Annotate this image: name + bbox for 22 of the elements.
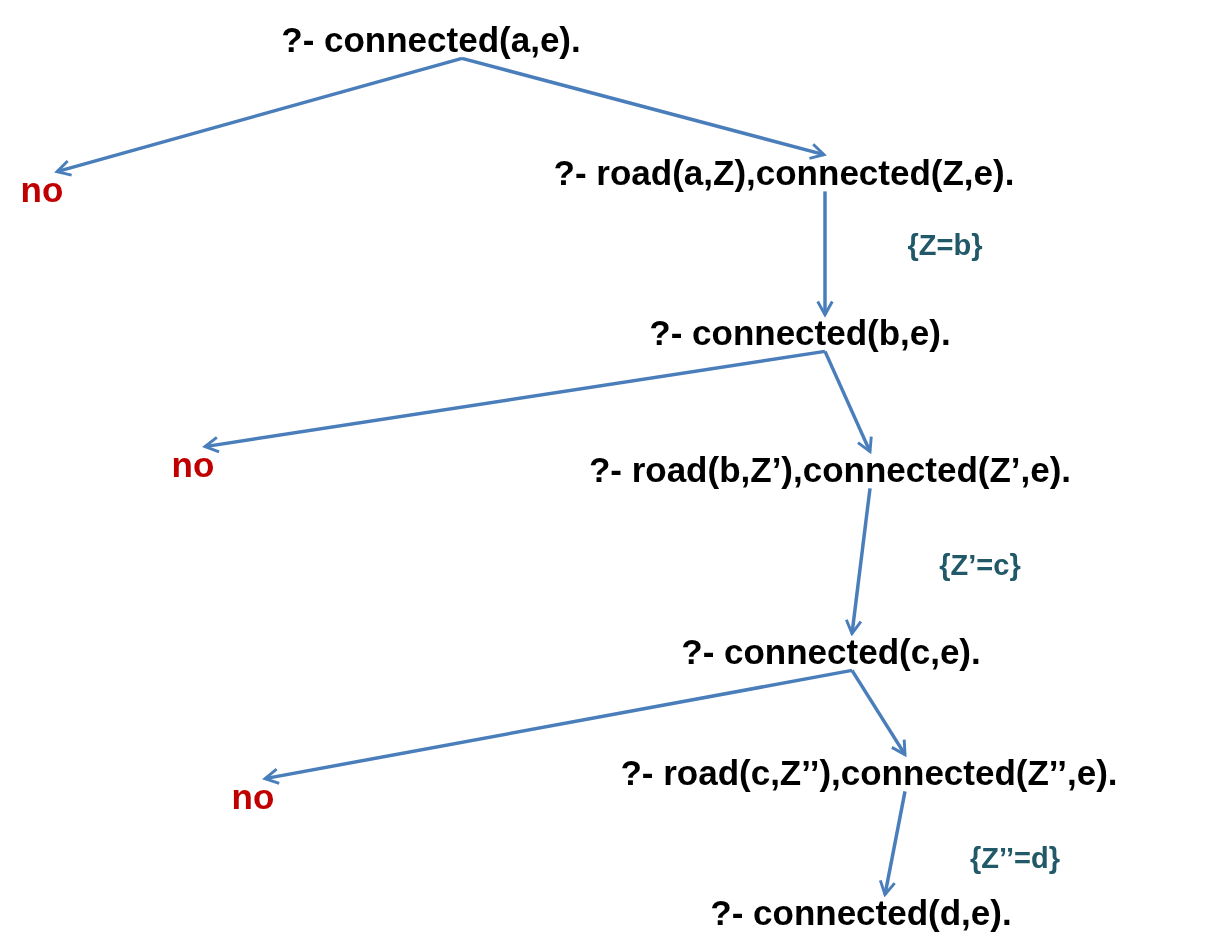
query-text: ?- road(c,Z’’),connected(Z’’,e).: [620, 754, 1118, 792]
failure-label: no: [231, 778, 275, 816]
query-text: ?- connected(b,e).: [649, 314, 951, 352]
query-text: ?- road(a,Z),connected(Z,e).: [553, 154, 1015, 192]
edge-label: {Z’’=d}: [970, 841, 1060, 875]
failure-label: no: [171, 446, 215, 484]
arrow: [55, 56, 463, 177]
arrow: [203, 349, 826, 454]
edge-label: {Z’=c}: [939, 548, 1021, 582]
query-text: ?- connected(c,e).: [681, 633, 981, 671]
arrow: [878, 791, 907, 897]
query-text: ?- road(b,Z’),connected(Z’,e).: [588, 451, 1072, 489]
arrow: [461, 56, 826, 160]
query-text: ?- connected(a,e).: [281, 21, 581, 59]
arrow: [850, 669, 907, 757]
query-text: ?- connected(d,e).: [710, 894, 1012, 932]
arrow: [823, 350, 873, 454]
arrow: [263, 668, 853, 785]
arrow: [844, 488, 872, 636]
arrow: [816, 191, 834, 317]
failure-label: no: [20, 171, 64, 209]
edge-label: {Z=b}: [907, 228, 983, 262]
